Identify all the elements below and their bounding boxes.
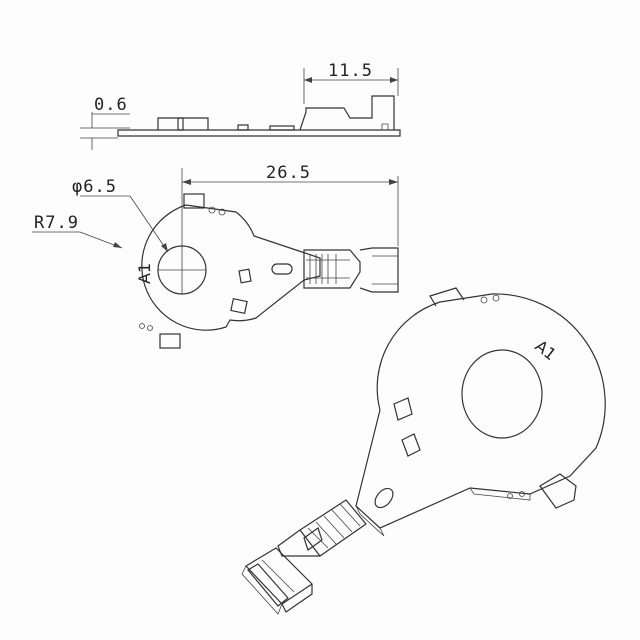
length-dimension: 26.5 [266, 163, 311, 183]
top-view: A1 26.5 φ6.5 R7.9 [32, 163, 399, 349]
top-view-marking: A1 [135, 263, 154, 284]
hole-diameter-dimension: φ6.5 [72, 177, 117, 197]
isometric-view: A1 [241, 287, 606, 615]
height-dimension: 11.5 [328, 61, 373, 81]
thickness-dimension: 0.6 [94, 95, 128, 115]
iso-view-marking: A1 [532, 336, 560, 364]
radius-dimension: R7.9 [34, 213, 79, 233]
side-view: 0.6 11.5 [80, 61, 401, 150]
